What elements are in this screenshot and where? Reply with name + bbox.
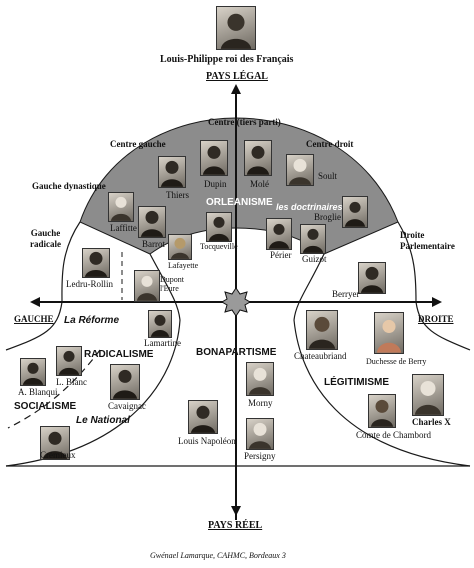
name-charles-x: Charles X: [412, 417, 451, 427]
portrait-soult: [286, 154, 314, 186]
right-inner-arch: [397, 221, 417, 303]
portrait-blanqui: [20, 358, 46, 386]
portrait-louis-napoleon: [188, 400, 218, 434]
portrait-mole: [244, 140, 272, 176]
portrait-dupont: [134, 270, 160, 302]
socialisme-separator: [7, 349, 101, 429]
name-barrot: Barrot: [142, 239, 165, 249]
portrait-morny: [246, 362, 274, 396]
name-comte-de-chambord: Comte de Chambord: [356, 430, 431, 440]
movement-bonapartisme: BONAPARTISME: [196, 347, 277, 358]
name-duchesse-de-berry: Duchesse de Berry: [366, 357, 427, 366]
left-bell-curve: [5, 301, 63, 351]
portrait-blanc: [56, 346, 82, 376]
name-morny: Morny: [248, 398, 273, 408]
name-persigny: Persigny: [244, 451, 276, 461]
faction-centre-gauche: Centre gauche: [110, 139, 166, 149]
name-lamartine: Lamartine: [144, 338, 181, 348]
name-thiers: Thiers: [166, 190, 189, 200]
faction-centre-droit: Centre droit: [306, 139, 354, 149]
name-blanc: L. Blanc: [56, 377, 87, 387]
name-chateaubriand: Chateaubriand: [294, 351, 347, 361]
portrait-persigny: [246, 418, 274, 450]
portrait-duchesse-de-berry: [374, 312, 404, 354]
faction-droite-parlementaire: Droite Parlementaire: [400, 230, 455, 251]
name-perier: Périer: [270, 250, 292, 260]
portrait-lafayette: [168, 234, 192, 260]
portrait-cavaignac: [110, 364, 140, 400]
name-louis-napoleon: Louis Napoléon: [178, 436, 236, 446]
axis-label-droite: DROITE: [418, 314, 454, 324]
portrait-perier: [266, 218, 292, 250]
portrait-chateaubriand: [306, 310, 338, 350]
portrait-laffitte: [108, 192, 134, 222]
name-broglie: Broglie: [314, 212, 341, 222]
movement-orleanisme: ORLEANISME: [206, 197, 273, 208]
movement-socialisme: SOCIALISME: [14, 401, 77, 412]
portrait-ledru-rollin: [82, 248, 110, 278]
right-bell-curve: [415, 301, 471, 351]
title-louis-philippe: Louis-Philippe roi des Français: [160, 54, 294, 65]
portrait-comte-de-chambord: [368, 394, 396, 428]
movement-radicalisme: RADICALISME: [84, 349, 154, 360]
name-ledru-rollin: Ledru-Rollin: [66, 279, 113, 289]
portrait-broglie: [342, 196, 368, 228]
portrait-charles-x: [412, 374, 444, 416]
faction-centre: Centre (tiers parti): [208, 117, 281, 127]
movement-reforme: La Réforme: [64, 315, 120, 326]
portrait-barrot: [138, 206, 166, 238]
portrait-lamartine: [148, 310, 172, 338]
name-mole: Molé: [250, 179, 269, 189]
portrait-cremieux: [40, 426, 70, 460]
central-arch: [149, 253, 325, 321]
name-tocqueville: Tocqueville: [200, 242, 238, 251]
right-lower-arc: [293, 319, 471, 467]
portrait-tocqueville: [206, 212, 232, 242]
axis-label-pays-reel: PAYS RÉEL: [208, 520, 263, 531]
name-dupin: Dupin: [204, 179, 227, 189]
credit-line: Gwénael Lamarque, CAHMC, Bordeaux 3: [150, 551, 286, 560]
portrait-dupin: [200, 140, 228, 176]
portrait-louis-philippe: [216, 6, 256, 50]
portrait-thiers: [158, 156, 186, 188]
left-inner-arch: [61, 221, 81, 303]
name-blanqui: A. Blanqui: [18, 387, 58, 397]
axis-label-pays-legal: PAYS LÉGAL: [206, 71, 268, 82]
movement-national: Le National: [76, 415, 130, 426]
faction-gauche-radicale: Gauche radicale: [30, 228, 61, 249]
name-guizot: Guizot: [302, 254, 327, 264]
name-soult: Soult: [318, 171, 338, 181]
movement-doctrinaires: les doctrinaires: [276, 202, 343, 212]
movement-legitimisme: LÉGITIMISME: [324, 377, 389, 388]
name-cavaignac: Cavaignac: [108, 401, 146, 411]
portrait-guizot: [300, 224, 326, 254]
name-laffitte: Laffitte: [110, 223, 137, 233]
name-berryer: Berryer: [332, 289, 360, 299]
name-dupont: Dupont l'Eure: [160, 275, 184, 294]
axis-label-gauche: GAUCHE: [14, 314, 54, 324]
portrait-berryer: [358, 262, 386, 294]
faction-gauche-dynastique: Gauche dynastique: [32, 181, 106, 191]
center-star-icon: [221, 287, 251, 317]
name-cremieux: Crémieux: [40, 450, 76, 460]
name-lafayette: Lafayette: [168, 261, 199, 270]
